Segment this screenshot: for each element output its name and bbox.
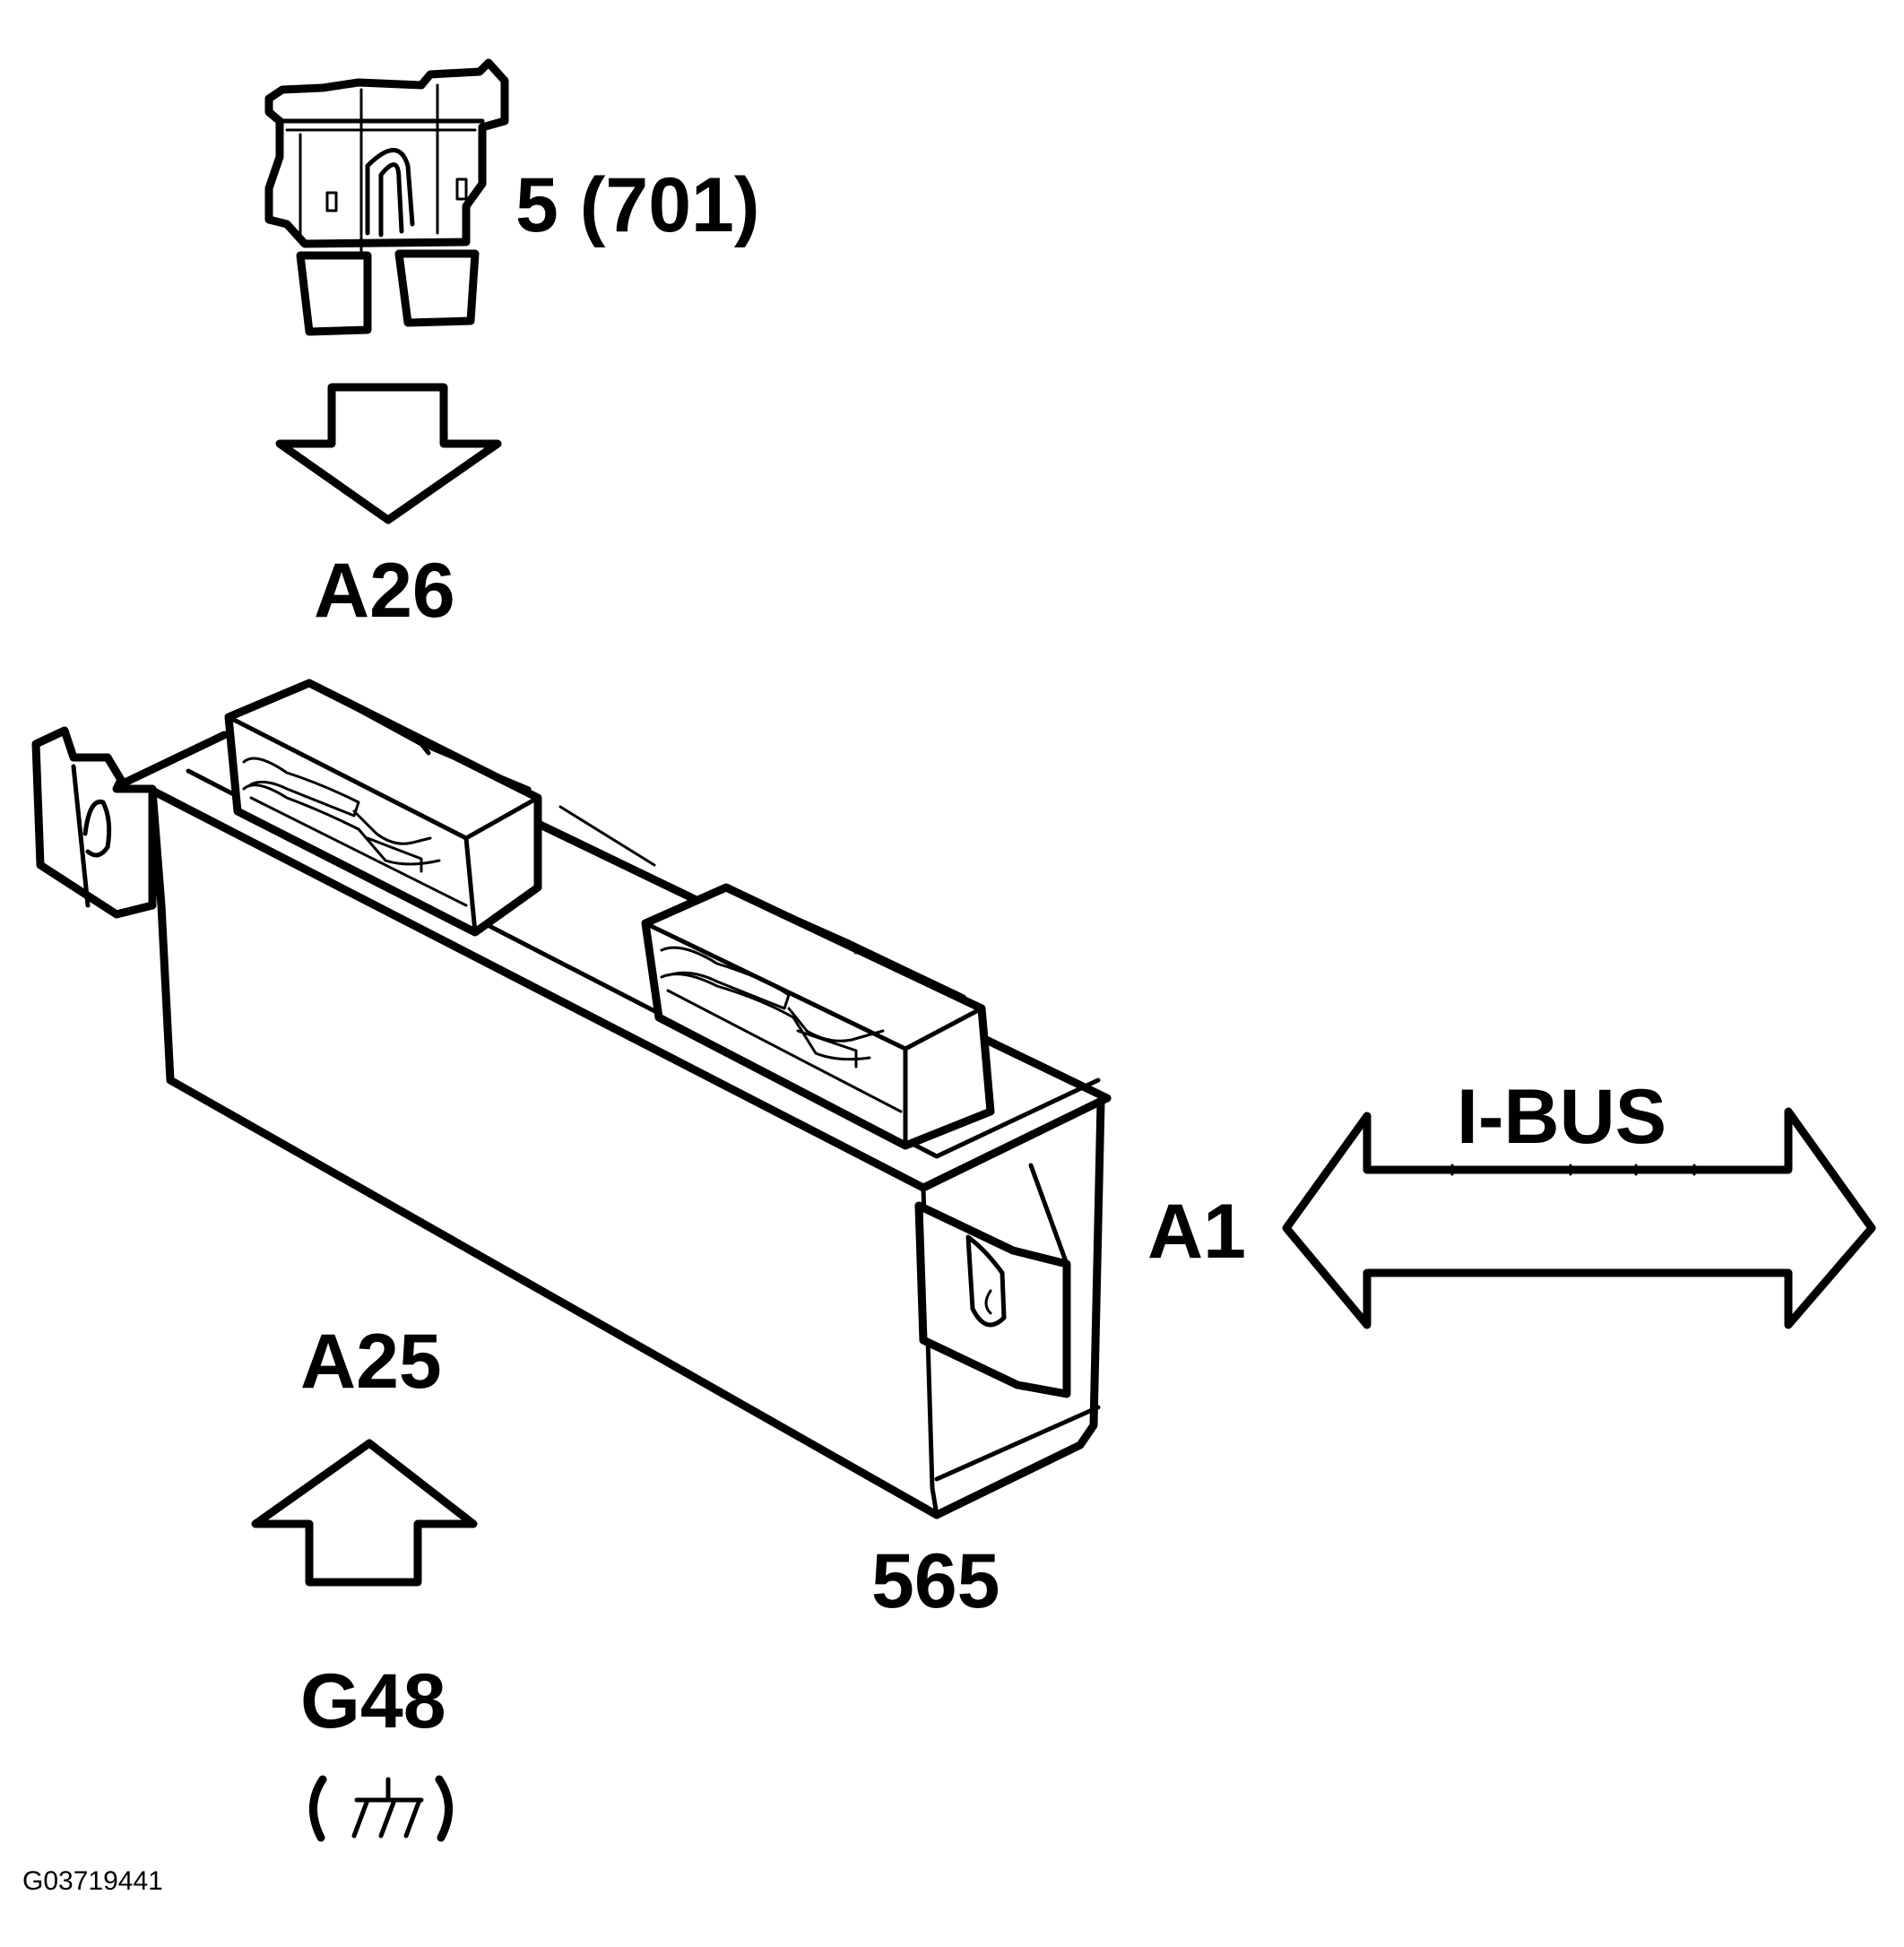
connector-side-label: A1 xyxy=(1147,1189,1246,1275)
connector-bottom-label: A25 xyxy=(300,1319,442,1405)
ground-symbol-icon xyxy=(309,1775,453,1842)
module-label: 565 xyxy=(871,1538,1000,1624)
ground-label: G48 xyxy=(300,1658,446,1744)
fuse-label: 5 (701) xyxy=(515,162,760,248)
bus-label: I-BUS xyxy=(1457,1074,1666,1160)
fuse-icon xyxy=(264,58,509,336)
bidirectional-arrow-icon xyxy=(1282,1107,1876,1329)
connector-top-label: A26 xyxy=(314,548,455,634)
module-icon xyxy=(31,679,1112,1519)
figure-id: G03719441 xyxy=(22,1866,163,1896)
arrow-down-icon xyxy=(275,383,502,524)
arrow-up-icon xyxy=(251,1439,478,1587)
